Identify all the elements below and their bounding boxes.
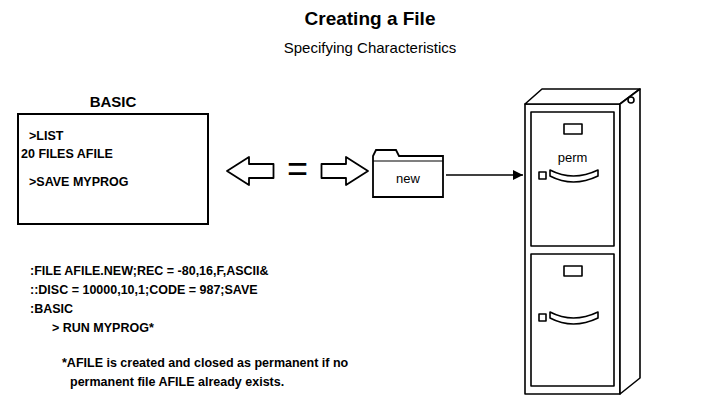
command-line: > RUN MYPROG* [52, 319, 154, 338]
label-holder [564, 266, 582, 276]
command-line: :FILE AFILE.NEW;REC = -80,16,F,ASCII& [30, 262, 269, 281]
drawer-handle [550, 170, 598, 182]
edge-label: = [278, 147, 318, 191]
cabinet-front [525, 104, 620, 394]
cabinet-side [620, 89, 640, 394]
flow-arrow [446, 175, 523, 176]
folder-flap [373, 160, 443, 161]
subtitle: Specifying Characteristics [0, 36, 720, 59]
cabinet-drawer [531, 112, 614, 246]
drawer-label: perm [536, 150, 609, 165]
folder-body [373, 150, 443, 197]
screen-line: >SAVE MYPROG [29, 173, 199, 191]
label-holder [564, 124, 582, 134]
screen-line: >LIST [29, 127, 199, 145]
drawer-catch [539, 314, 546, 321]
hollow-arrow [322, 157, 369, 185]
connector-line [446, 174, 523, 176]
footnote: *AFILE is created and closed as permanen… [62, 354, 370, 393]
hollow-arrow [227, 157, 274, 185]
box-heading: BASIC [19, 91, 207, 113]
drawer-handle [550, 312, 598, 324]
terminal-box: BASIC>LIST20 FILES AFILE>SAVE MYPROG [17, 113, 209, 225]
cabinet-lock [628, 97, 634, 103]
file-folder: new [372, 148, 444, 198]
screen-line: 20 FILES AFILE [21, 145, 199, 163]
cabinet-drawing [524, 86, 642, 398]
folder-label: new [396, 171, 420, 186]
command-line: ::DISC = 10000,10,1;CODE = 987;SAVE [30, 281, 258, 300]
diagram-title: Creating a File [0, 8, 720, 30]
cabinet-drawer [531, 254, 614, 386]
drawer-catch [539, 172, 546, 179]
file-cabinet: perm [524, 86, 642, 398]
command-line: :BASIC [30, 300, 73, 319]
